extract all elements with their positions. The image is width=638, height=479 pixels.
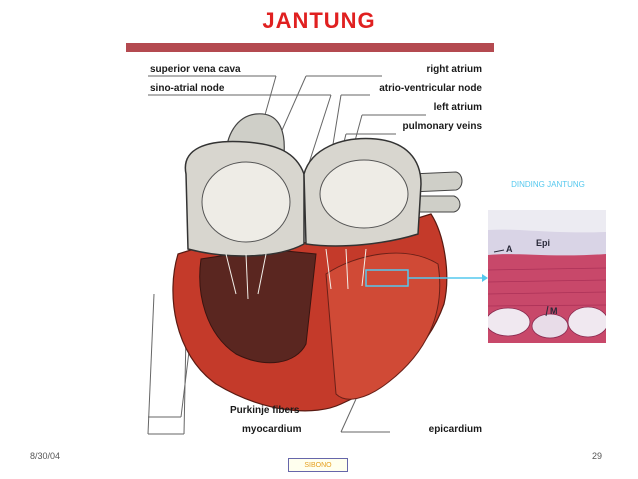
label-pulmonary-veins: pulmonary veins [402, 121, 482, 132]
author-box: SIBONO [288, 458, 348, 472]
micro-label-epi: Epi [536, 238, 551, 248]
micrograph-title: DINDING JANTUNG [511, 180, 585, 189]
micro-label-m: M [550, 306, 558, 316]
heart-diagram: superior vena cava sino-atrial node righ… [126, 54, 494, 442]
label-superior-vena-cava: superior vena cava [150, 64, 241, 75]
label-purkinje-fibers: Purkinje fibers [230, 405, 300, 416]
heart-illustration [147, 75, 488, 435]
heart-wall-micrograph: A Epi M [488, 210, 606, 343]
label-right-atrium: right atrium [426, 64, 482, 75]
label-sino-atrial-node: sino-atrial node [150, 83, 225, 94]
title-underline [126, 43, 494, 52]
label-left-atrium: left atrium [433, 102, 482, 113]
micro-label-a: A [506, 244, 513, 254]
slide-date: 8/30/04 [30, 451, 61, 461]
label-epicardium: epicardium [428, 424, 482, 435]
slide-page-number: 29 [592, 451, 603, 461]
micrograph-image [488, 210, 606, 343]
label-atrio-ventricular-node: atrio-ventricular node [379, 83, 482, 94]
label-myocardium: myocardium [242, 424, 302, 435]
slide-title: JANTUNG [262, 8, 376, 33]
